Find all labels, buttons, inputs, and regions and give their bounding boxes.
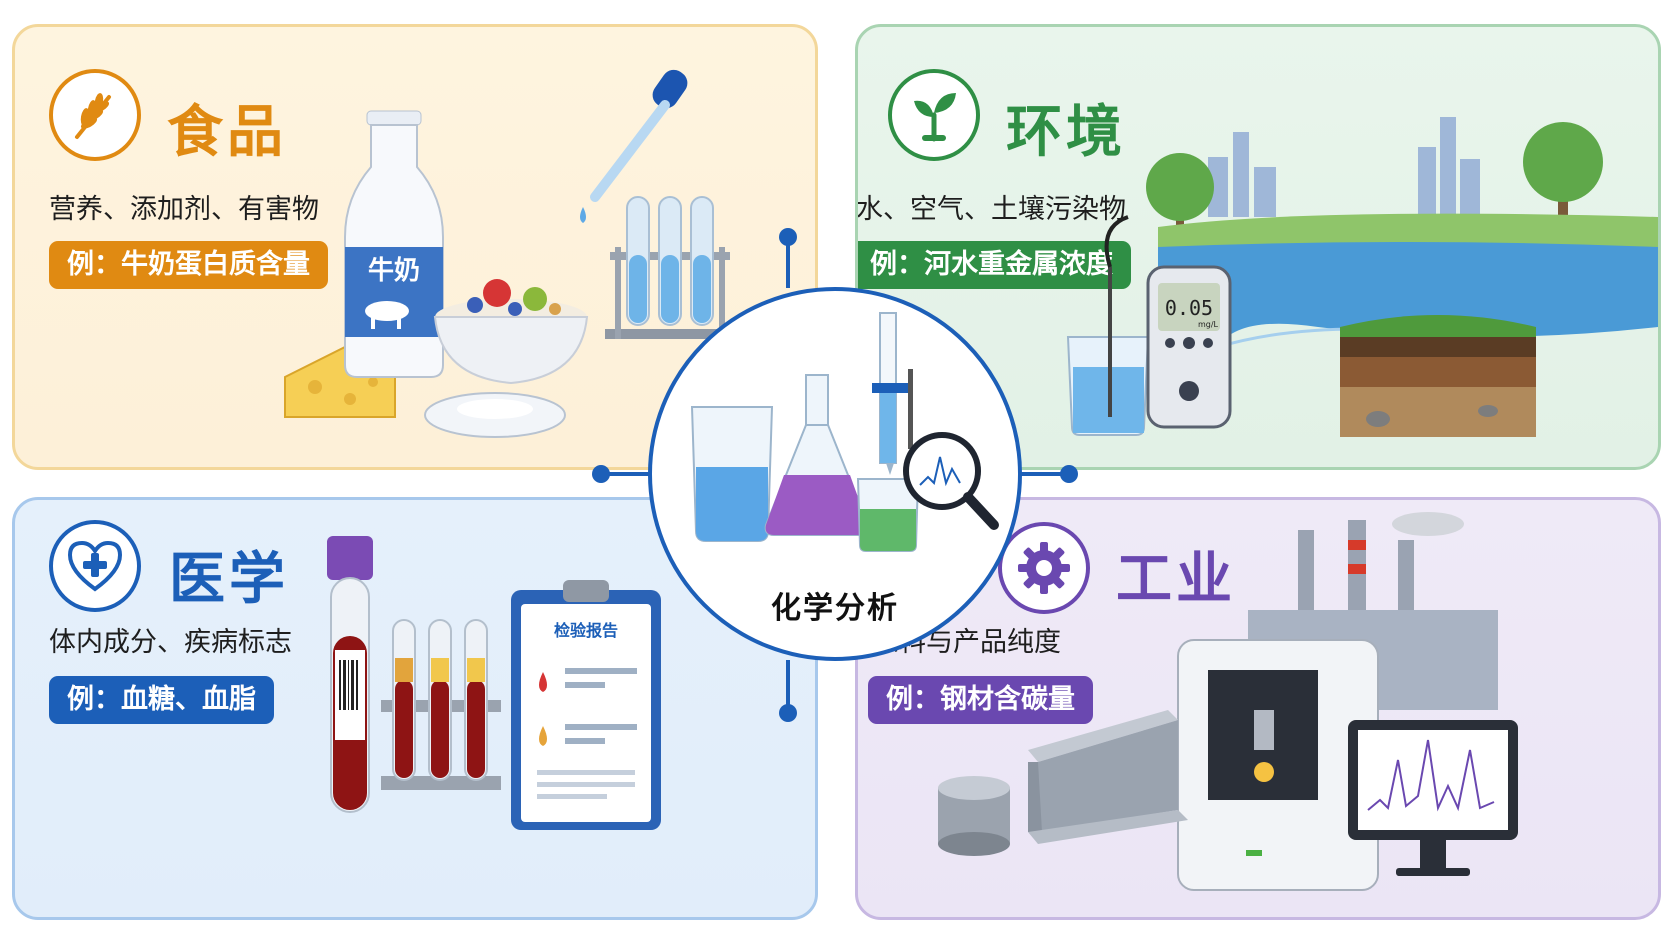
industry-panel: 工业 原料与产品纯度 例：钢材含碳量 <box>855 497 1661 920</box>
tree-icon <box>1146 122 1603 237</box>
analyzer-machine-icon <box>1177 639 1379 891</box>
meter-reading: 0.05 <box>1165 296 1213 320</box>
small-beaker-icon <box>856 478 920 552</box>
test-tube-rack-icon <box>605 196 735 339</box>
medicine-example-badge: 例：血糖、血脂 <box>49 676 274 724</box>
industry-title: 工业 <box>1116 547 1236 612</box>
sprout-icon <box>888 69 980 161</box>
steel-beam-icon <box>1028 710 1188 844</box>
food-illustration: 牛奶 <box>284 69 735 438</box>
food-title: 食品 <box>167 100 287 165</box>
connector-right <box>1020 472 1070 476</box>
oil-drop-icon <box>539 726 547 746</box>
chemical-analysis-hub: 化学分析 <box>648 287 1022 661</box>
beaker-icon <box>690 406 774 542</box>
river-icon <box>1158 242 1658 347</box>
heart-plus-icon <box>49 520 141 612</box>
environment-title: 环境 <box>1006 100 1126 165</box>
food-example-badge: 例：牛奶蛋白质含量 <box>49 241 328 289</box>
connector-dot-left <box>592 465 610 483</box>
environment-illustration: 0.05 mg/L <box>1066 117 1658 437</box>
connector-dot-right <box>1060 465 1078 483</box>
center-label: 化学分析 <box>771 591 899 626</box>
yogurt-bowl-icon <box>433 279 589 385</box>
soil-sample-icon <box>1340 315 1536 437</box>
steel-sample-icon <box>938 776 1010 856</box>
connector-bottom <box>786 660 790 712</box>
blood-tube-icon <box>327 536 373 813</box>
wheat-icon <box>49 69 141 161</box>
food-panel: 食品 营养、添加剂、有害物 例：牛奶蛋白质含量 牛奶 <box>12 24 818 470</box>
food-description: 营养、添加剂、有害物 <box>49 194 319 225</box>
report-title: 检验报告 <box>554 621 618 640</box>
environment-example-badge: 例：河水重金属浓度 <box>858 241 1131 289</box>
connector-top <box>786 236 790 288</box>
report-clipboard-icon: 检验报告 <box>511 580 661 830</box>
gear-icon <box>998 522 1090 614</box>
industry-illustration <box>938 512 1518 891</box>
erlenmeyer-flask-icon <box>764 374 870 536</box>
medicine-title: 医学 <box>169 547 289 612</box>
city-skyline-icon <box>1208 117 1480 217</box>
medicine-panel: 医学 体内成分、疾病标志 例：血糖、血脂 <box>12 497 818 920</box>
industry-example-badge: 例：钢材含碳量 <box>868 676 1093 724</box>
milk-bottle-icon: 牛奶 <box>344 110 444 378</box>
burette-icon <box>872 312 913 475</box>
petri-dish-icon <box>424 392 566 438</box>
water-meter-icon: 0.05 mg/L <box>1104 215 1232 429</box>
environment-description: 水、空气、土壤污染物 <box>856 194 1126 225</box>
sample-rack-icon <box>381 619 501 790</box>
dropper-icon <box>580 69 688 223</box>
connector-left <box>600 472 650 476</box>
blood-drop-icon <box>539 672 547 692</box>
connector-dot-bottom <box>779 704 797 722</box>
environment-panel: 环境 水、空气、土壤污染物 例：河水重金属浓度 <box>855 24 1661 470</box>
medicine-description: 体内成分、疾病标志 <box>49 627 292 658</box>
connector-dot-top <box>779 228 797 246</box>
monitor-icon <box>1348 720 1518 876</box>
beaker-icon <box>1066 267 1150 436</box>
magnifier-icon <box>903 432 999 530</box>
bottle-label: 牛奶 <box>368 255 420 286</box>
lab-glassware-illustration <box>690 312 999 552</box>
meter-unit: mg/L <box>1198 320 1219 329</box>
medicine-illustration: 检验报告 <box>327 536 661 830</box>
